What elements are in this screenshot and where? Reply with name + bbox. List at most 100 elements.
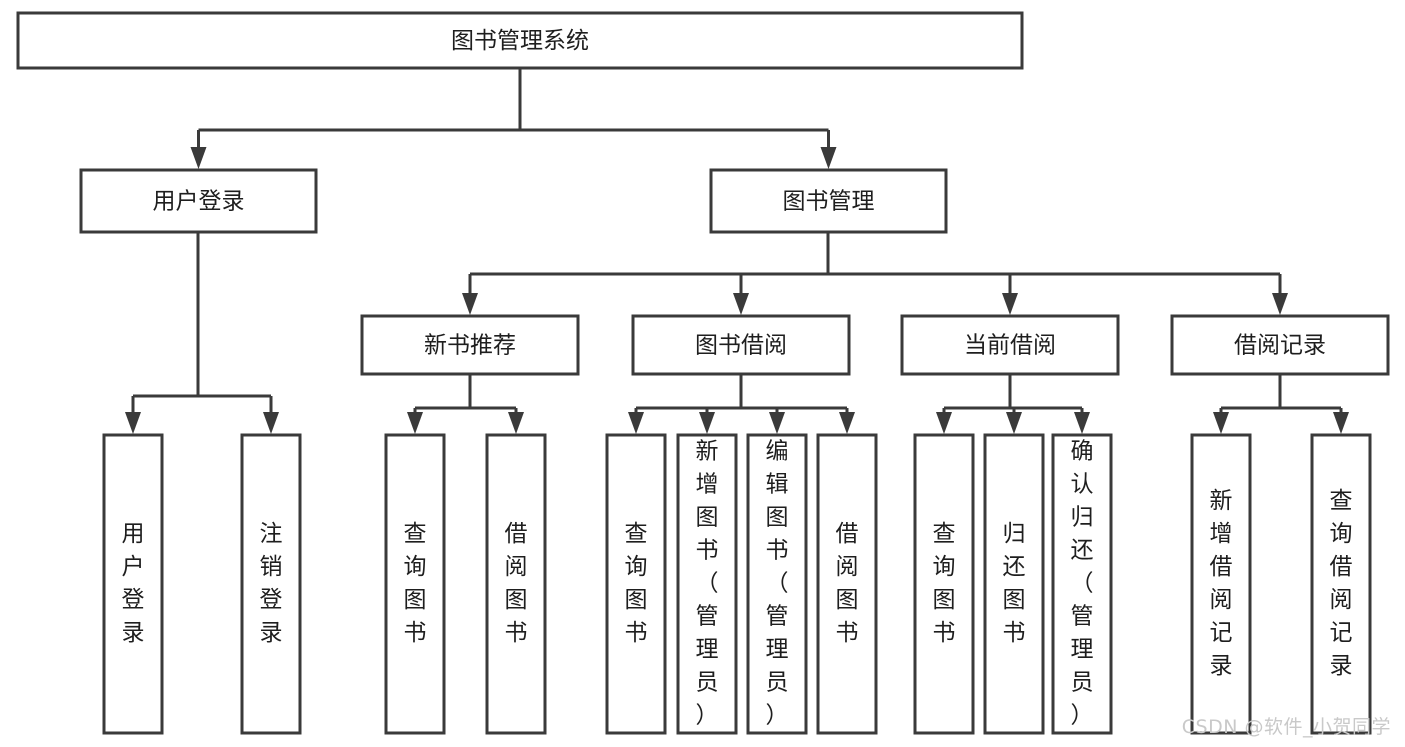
node-box[interactable] bbox=[1310, 433, 1372, 735]
node-box[interactable] bbox=[746, 433, 808, 735]
node-label: 新书推荐 bbox=[424, 333, 516, 359]
node-box[interactable] bbox=[983, 433, 1045, 735]
node-box[interactable] bbox=[240, 433, 302, 735]
arrow-head-icon bbox=[1074, 412, 1090, 434]
node-label: 借阅图书 bbox=[505, 521, 528, 646]
arrow-head-icon bbox=[263, 412, 279, 434]
node-label: 图书借阅 bbox=[695, 333, 787, 359]
connector-l3-4-to-leaf-12 bbox=[1213, 374, 1282, 434]
node-box[interactable] bbox=[102, 433, 164, 735]
node-label: 查询借阅记录 bbox=[1330, 488, 1353, 679]
node-box[interactable] bbox=[676, 433, 738, 735]
node-leaf-9[interactable]: 查询图书 bbox=[913, 433, 975, 735]
watermark-text: CSDN @软件_小贺同学 bbox=[1181, 716, 1391, 738]
connector-l3-2-to-leaf-6 bbox=[699, 374, 743, 434]
connector-l3-2-to-leaf-5 bbox=[628, 374, 743, 434]
node-box[interactable] bbox=[1190, 433, 1252, 735]
arrow-head-icon bbox=[508, 412, 524, 434]
node-l3-2[interactable]: 图书借阅 bbox=[631, 314, 851, 376]
node-leaf-13[interactable]: 查询借阅记录 bbox=[1310, 433, 1372, 735]
node-label: 借阅图书 bbox=[836, 521, 859, 646]
connector-l3-1-to-leaf-4 bbox=[468, 374, 524, 434]
node-box[interactable] bbox=[1051, 433, 1113, 735]
connector-l3-3-to-leaf-11 bbox=[1008, 374, 1090, 434]
node-box[interactable] bbox=[485, 433, 547, 735]
node-label: 查询图书 bbox=[933, 521, 956, 646]
arrow-head-icon bbox=[125, 412, 141, 434]
node-layer: 图书管理系统用户登录图书管理新书推荐图书借阅当前借阅借阅记录用户登录注销登录查询… bbox=[16, 11, 1390, 735]
node-leaf-10[interactable]: 归还图书 bbox=[983, 433, 1045, 735]
connector-l3-1-to-leaf-3 bbox=[407, 374, 472, 434]
connector-root-to-l2-1 bbox=[190, 68, 522, 169]
node-box[interactable] bbox=[16, 11, 1024, 70]
arrow-head-icon bbox=[820, 147, 837, 169]
node-l2-1[interactable]: 用户登录 bbox=[79, 168, 318, 234]
arrow-head-icon bbox=[1002, 293, 1018, 315]
connector-l2-1-to-leaf-1 bbox=[125, 232, 200, 434]
arrow-head-icon bbox=[628, 412, 644, 434]
arrow-head-icon bbox=[190, 147, 207, 169]
node-leaf-4[interactable]: 借阅图书 bbox=[485, 433, 547, 735]
node-label: 图书管理系统 bbox=[451, 28, 589, 54]
node-label: 当前借阅 bbox=[964, 333, 1056, 359]
node-leaf-8[interactable]: 借阅图书 bbox=[816, 433, 878, 735]
connector-l3-3-to-leaf-9 bbox=[936, 374, 1012, 434]
node-label: 注销登录 bbox=[260, 521, 283, 646]
arrow-head-icon bbox=[1333, 412, 1349, 434]
arrow-head-icon bbox=[1213, 412, 1229, 434]
node-l3-3[interactable]: 当前借阅 bbox=[900, 314, 1120, 376]
node-l3-4[interactable]: 借阅记录 bbox=[1170, 314, 1390, 376]
arrow-head-icon bbox=[1006, 412, 1022, 434]
node-box[interactable] bbox=[79, 168, 318, 234]
connector-l2-2-to-l3-2 bbox=[733, 232, 830, 315]
node-box[interactable] bbox=[900, 314, 1120, 376]
node-box[interactable] bbox=[631, 314, 851, 376]
node-leaf-12[interactable]: 新增借阅记录 bbox=[1190, 433, 1252, 735]
arrow-head-icon bbox=[699, 412, 715, 434]
node-leaf-1[interactable]: 用户登录 bbox=[102, 433, 164, 735]
node-box[interactable] bbox=[913, 433, 975, 735]
node-box[interactable] bbox=[709, 168, 948, 234]
node-leaf-3[interactable]: 查询图书 bbox=[384, 433, 446, 735]
node-box[interactable] bbox=[360, 314, 580, 376]
node-label: 用户登录 bbox=[122, 521, 145, 646]
node-box[interactable] bbox=[1170, 314, 1390, 376]
arrow-head-icon bbox=[462, 293, 478, 315]
arrow-head-icon bbox=[769, 412, 785, 434]
node-leaf-11[interactable]: 确认归还（管理员） bbox=[1051, 433, 1113, 735]
node-l2-2[interactable]: 图书管理 bbox=[709, 168, 948, 234]
node-leaf-2[interactable]: 注销登录 bbox=[240, 433, 302, 735]
arrow-head-icon bbox=[407, 412, 423, 434]
node-label: 图书管理 bbox=[783, 189, 875, 215]
connector-l3-2-to-leaf-7 bbox=[739, 374, 785, 434]
node-l3-1[interactable]: 新书推荐 bbox=[360, 314, 580, 376]
node-label: 用户登录 bbox=[153, 189, 245, 215]
connector-l3-4-to-leaf-13 bbox=[1278, 374, 1349, 434]
node-label: 借阅记录 bbox=[1234, 333, 1326, 359]
arrow-head-icon bbox=[733, 293, 749, 315]
node-leaf-7[interactable]: 编辑图书（管理员） bbox=[746, 433, 808, 735]
node-leaf-6[interactable]: 新增图书（管理员） bbox=[676, 433, 738, 735]
node-label: 新增借阅记录 bbox=[1210, 488, 1233, 679]
node-label: 新增图书（管理员） bbox=[696, 439, 719, 729]
node-label: 查询图书 bbox=[625, 521, 648, 646]
arrow-head-icon bbox=[936, 412, 952, 434]
node-label: 归还图书 bbox=[1003, 521, 1026, 646]
connector-l2-1-to-leaf-2 bbox=[196, 232, 279, 434]
node-box[interactable] bbox=[605, 433, 667, 735]
connector-root-to-l2-2 bbox=[518, 68, 837, 169]
arrow-head-icon bbox=[1272, 293, 1288, 315]
node-leaf-5[interactable]: 查询图书 bbox=[605, 433, 667, 735]
node-box[interactable] bbox=[384, 433, 446, 735]
node-label: 确认归还（管理员） bbox=[1071, 439, 1094, 729]
node-box[interactable] bbox=[816, 433, 878, 735]
node-root[interactable]: 图书管理系统 bbox=[16, 11, 1024, 70]
connector-layer bbox=[125, 68, 1349, 434]
node-label: 查询图书 bbox=[404, 521, 427, 646]
connector-l2-2-to-l3-4 bbox=[826, 232, 1288, 315]
node-label: 编辑图书（管理员） bbox=[766, 439, 789, 729]
connector-l3-2-to-leaf-8 bbox=[739, 374, 855, 434]
arrow-head-icon bbox=[839, 412, 855, 434]
